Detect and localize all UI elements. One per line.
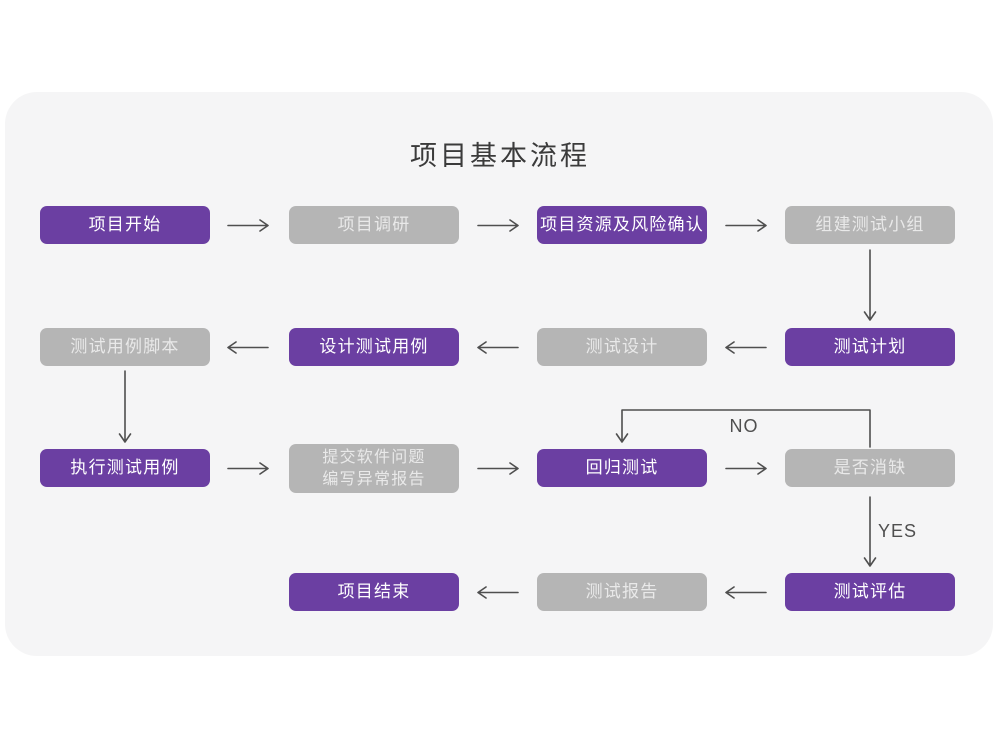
node-test-design: 测试设计 [537, 328, 707, 366]
node-submit-issue-report: 提交软件问题 编写异常报告 [289, 444, 459, 493]
node-project-research: 项目调研 [289, 206, 459, 244]
node-resources-risk-confirm: 项目资源及风险确认 [537, 206, 707, 244]
node-project-end: 项目结束 [289, 573, 459, 611]
node-project-start: 项目开始 [40, 206, 210, 244]
node-regression-test: 回归测试 [537, 449, 707, 487]
node-build-test-team: 组建测试小组 [785, 206, 955, 244]
page-title: 项目基本流程 [410, 141, 590, 171]
yes-branch-label: YES [878, 521, 918, 541]
node-test-plan: 测试计划 [785, 328, 955, 366]
flowchart-card [5, 92, 993, 656]
node-test-evaluation: 测试评估 [785, 573, 955, 611]
node-defect-cleared: 是否消缺 [785, 449, 955, 487]
node-execute-test-case: 执行测试用例 [40, 449, 210, 487]
no-branch-label: NO [729, 416, 759, 436]
node-design-test-case: 设计测试用例 [289, 328, 459, 366]
node-test-case-script: 测试用例脚本 [40, 328, 210, 366]
node-test-report: 测试报告 [537, 573, 707, 611]
